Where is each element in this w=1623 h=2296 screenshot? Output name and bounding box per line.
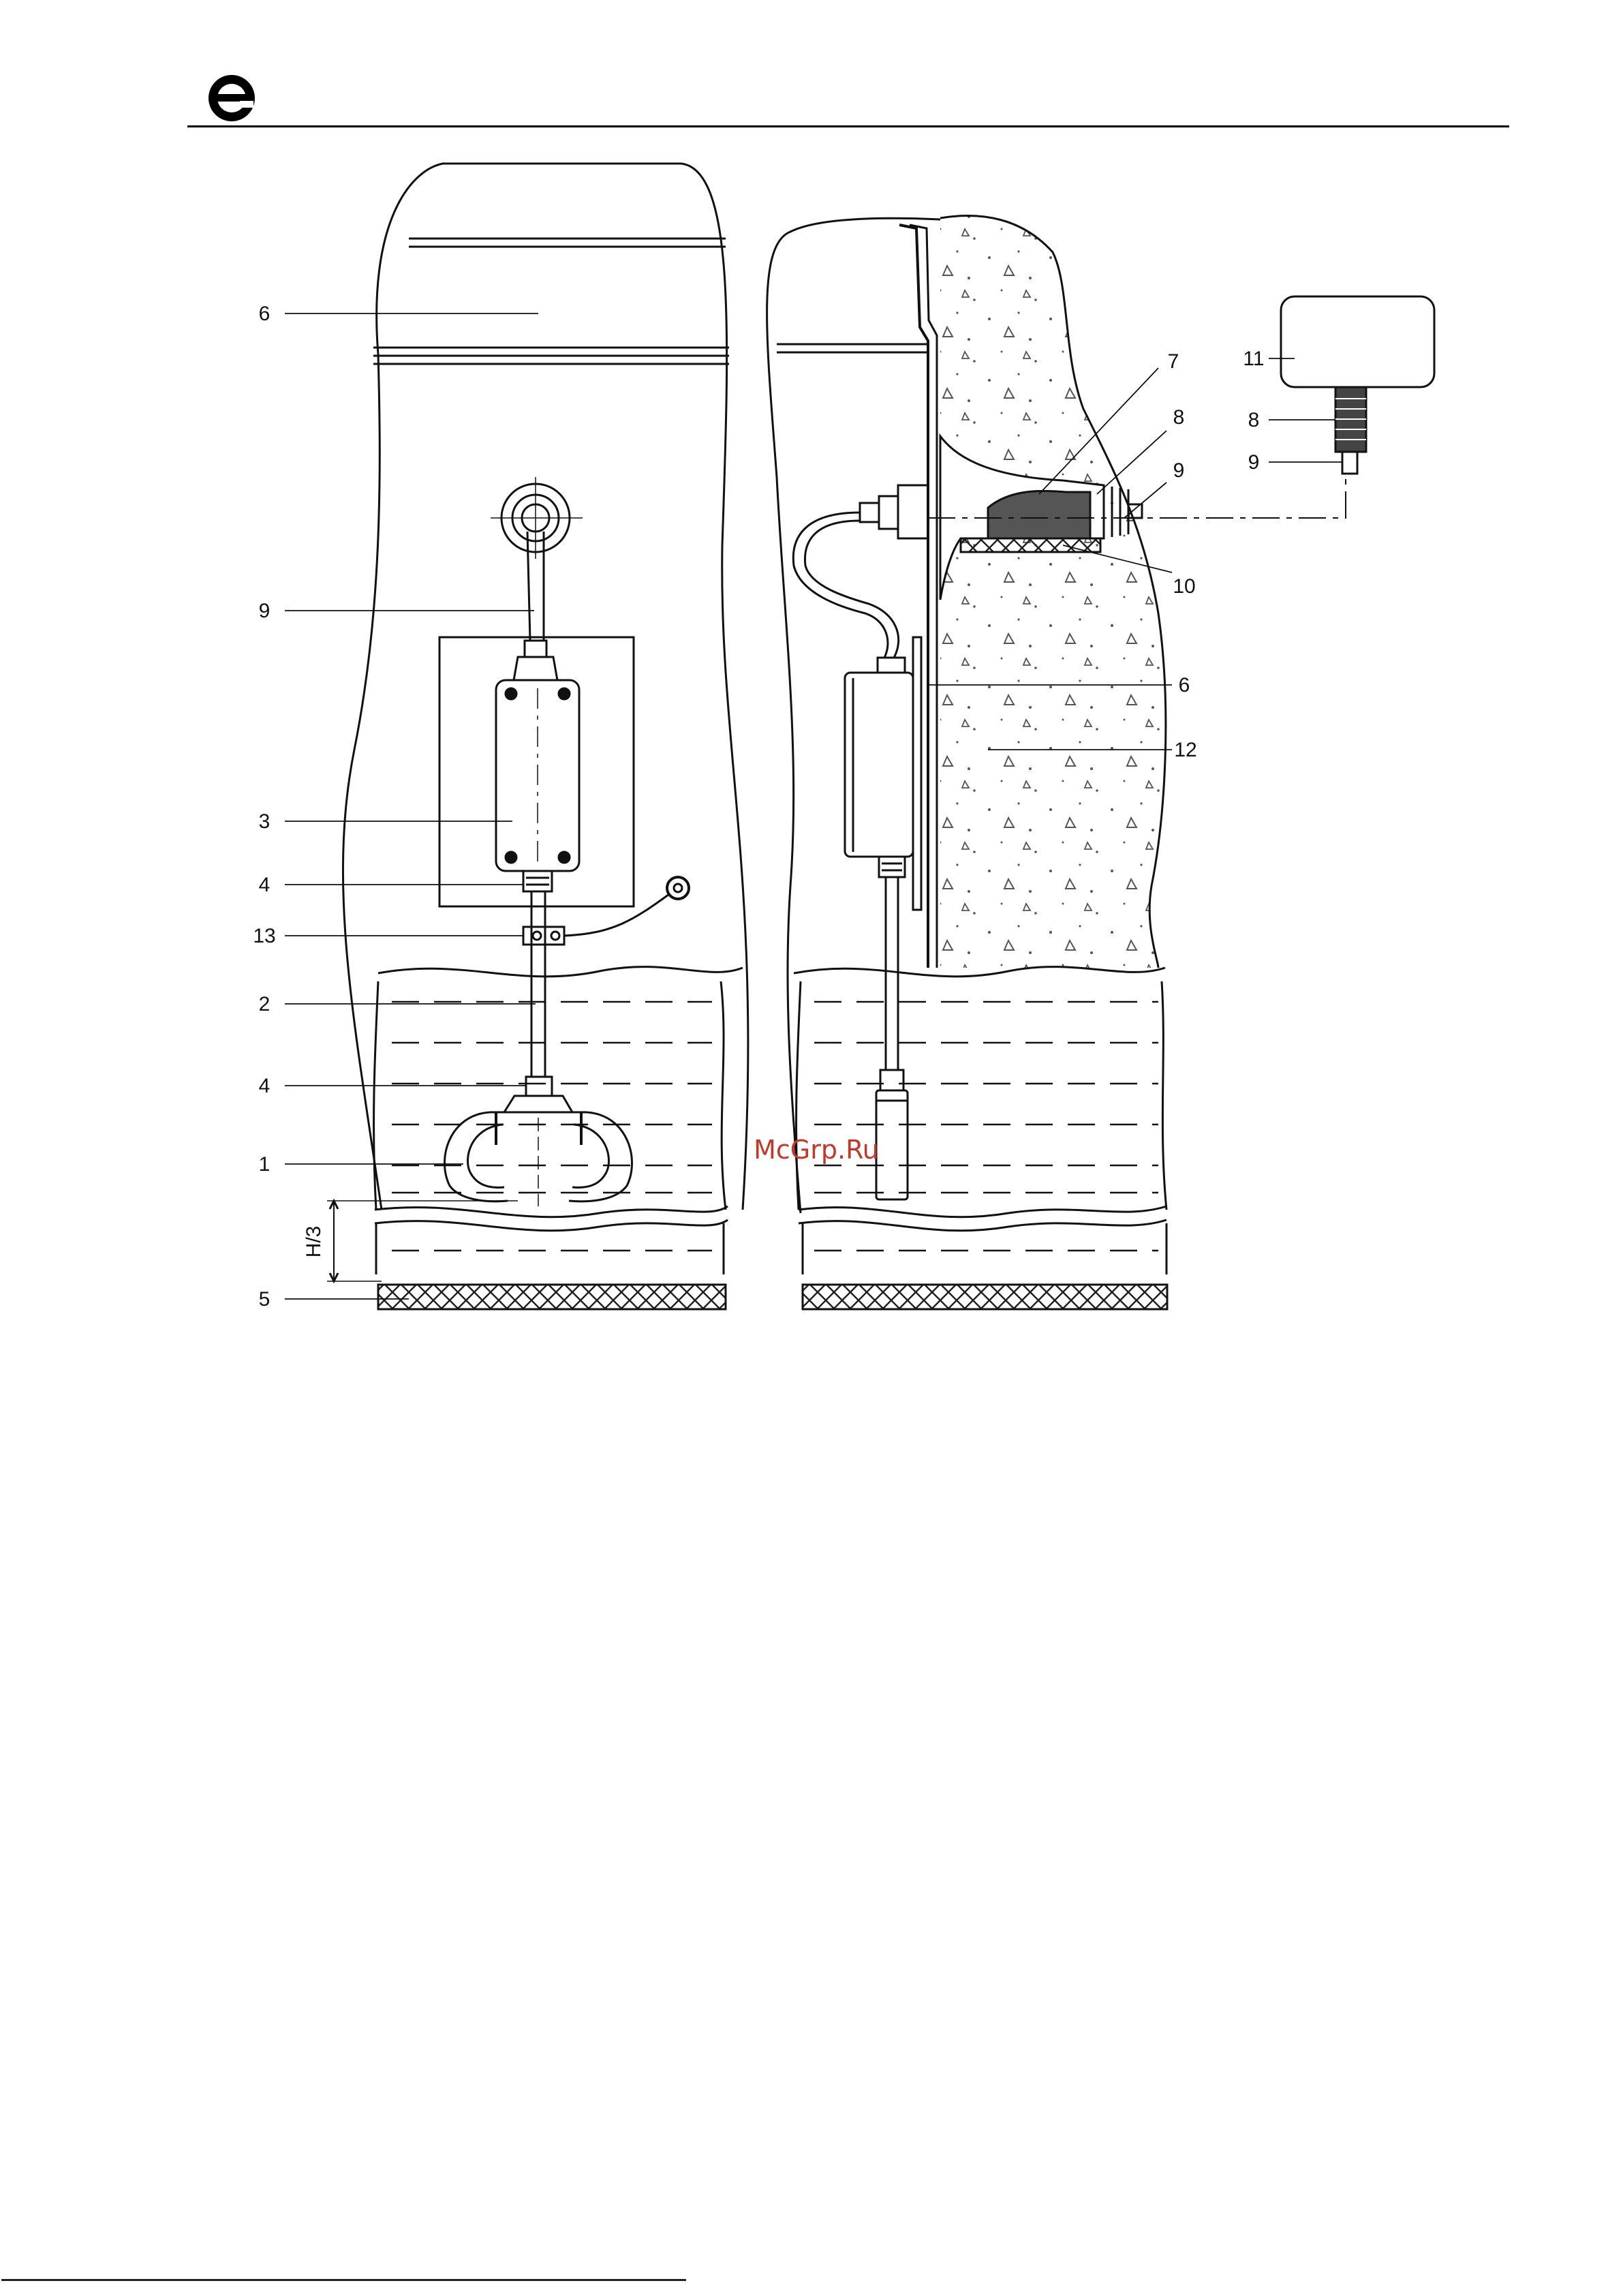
label-5-bottom: 5 xyxy=(259,1288,270,1311)
label-9-detail: 9 xyxy=(1248,451,1260,474)
label-13-clamp: 13 xyxy=(253,925,275,947)
left-front-view xyxy=(327,164,748,1281)
label-8-detail: 8 xyxy=(1248,409,1260,431)
label-9: 9 xyxy=(1173,459,1185,482)
label-6-plate: 6 xyxy=(1179,674,1190,697)
right-bottom-hatch xyxy=(803,1285,1167,1309)
label-3-box: 3 xyxy=(259,810,270,833)
footer-divider xyxy=(1,2279,686,2281)
label-7: 7 xyxy=(1168,350,1179,373)
label-12-concrete: 12 xyxy=(1174,739,1196,761)
label-2-cable: 2 xyxy=(259,993,270,1015)
detail-view xyxy=(1281,296,1434,474)
label-6-pipe: 6 xyxy=(259,303,270,325)
label-4-gland-upper: 4 xyxy=(259,874,270,896)
label-9-cable: 9 xyxy=(259,600,270,622)
label-4-gland-lower: 4 xyxy=(259,1075,270,1097)
label-11-control-unit: 11 xyxy=(1243,348,1264,370)
label-8: 8 xyxy=(1173,406,1185,429)
right-section-view xyxy=(767,216,1346,1274)
label-1-electrode: 1 xyxy=(259,1153,270,1176)
label-h3-dimension: H/3 xyxy=(303,1226,325,1258)
tank-bottom-hatch xyxy=(378,1285,726,1309)
label-10: 10 xyxy=(1173,575,1195,598)
watermark-text: McGrp.Ru xyxy=(754,1135,879,1165)
